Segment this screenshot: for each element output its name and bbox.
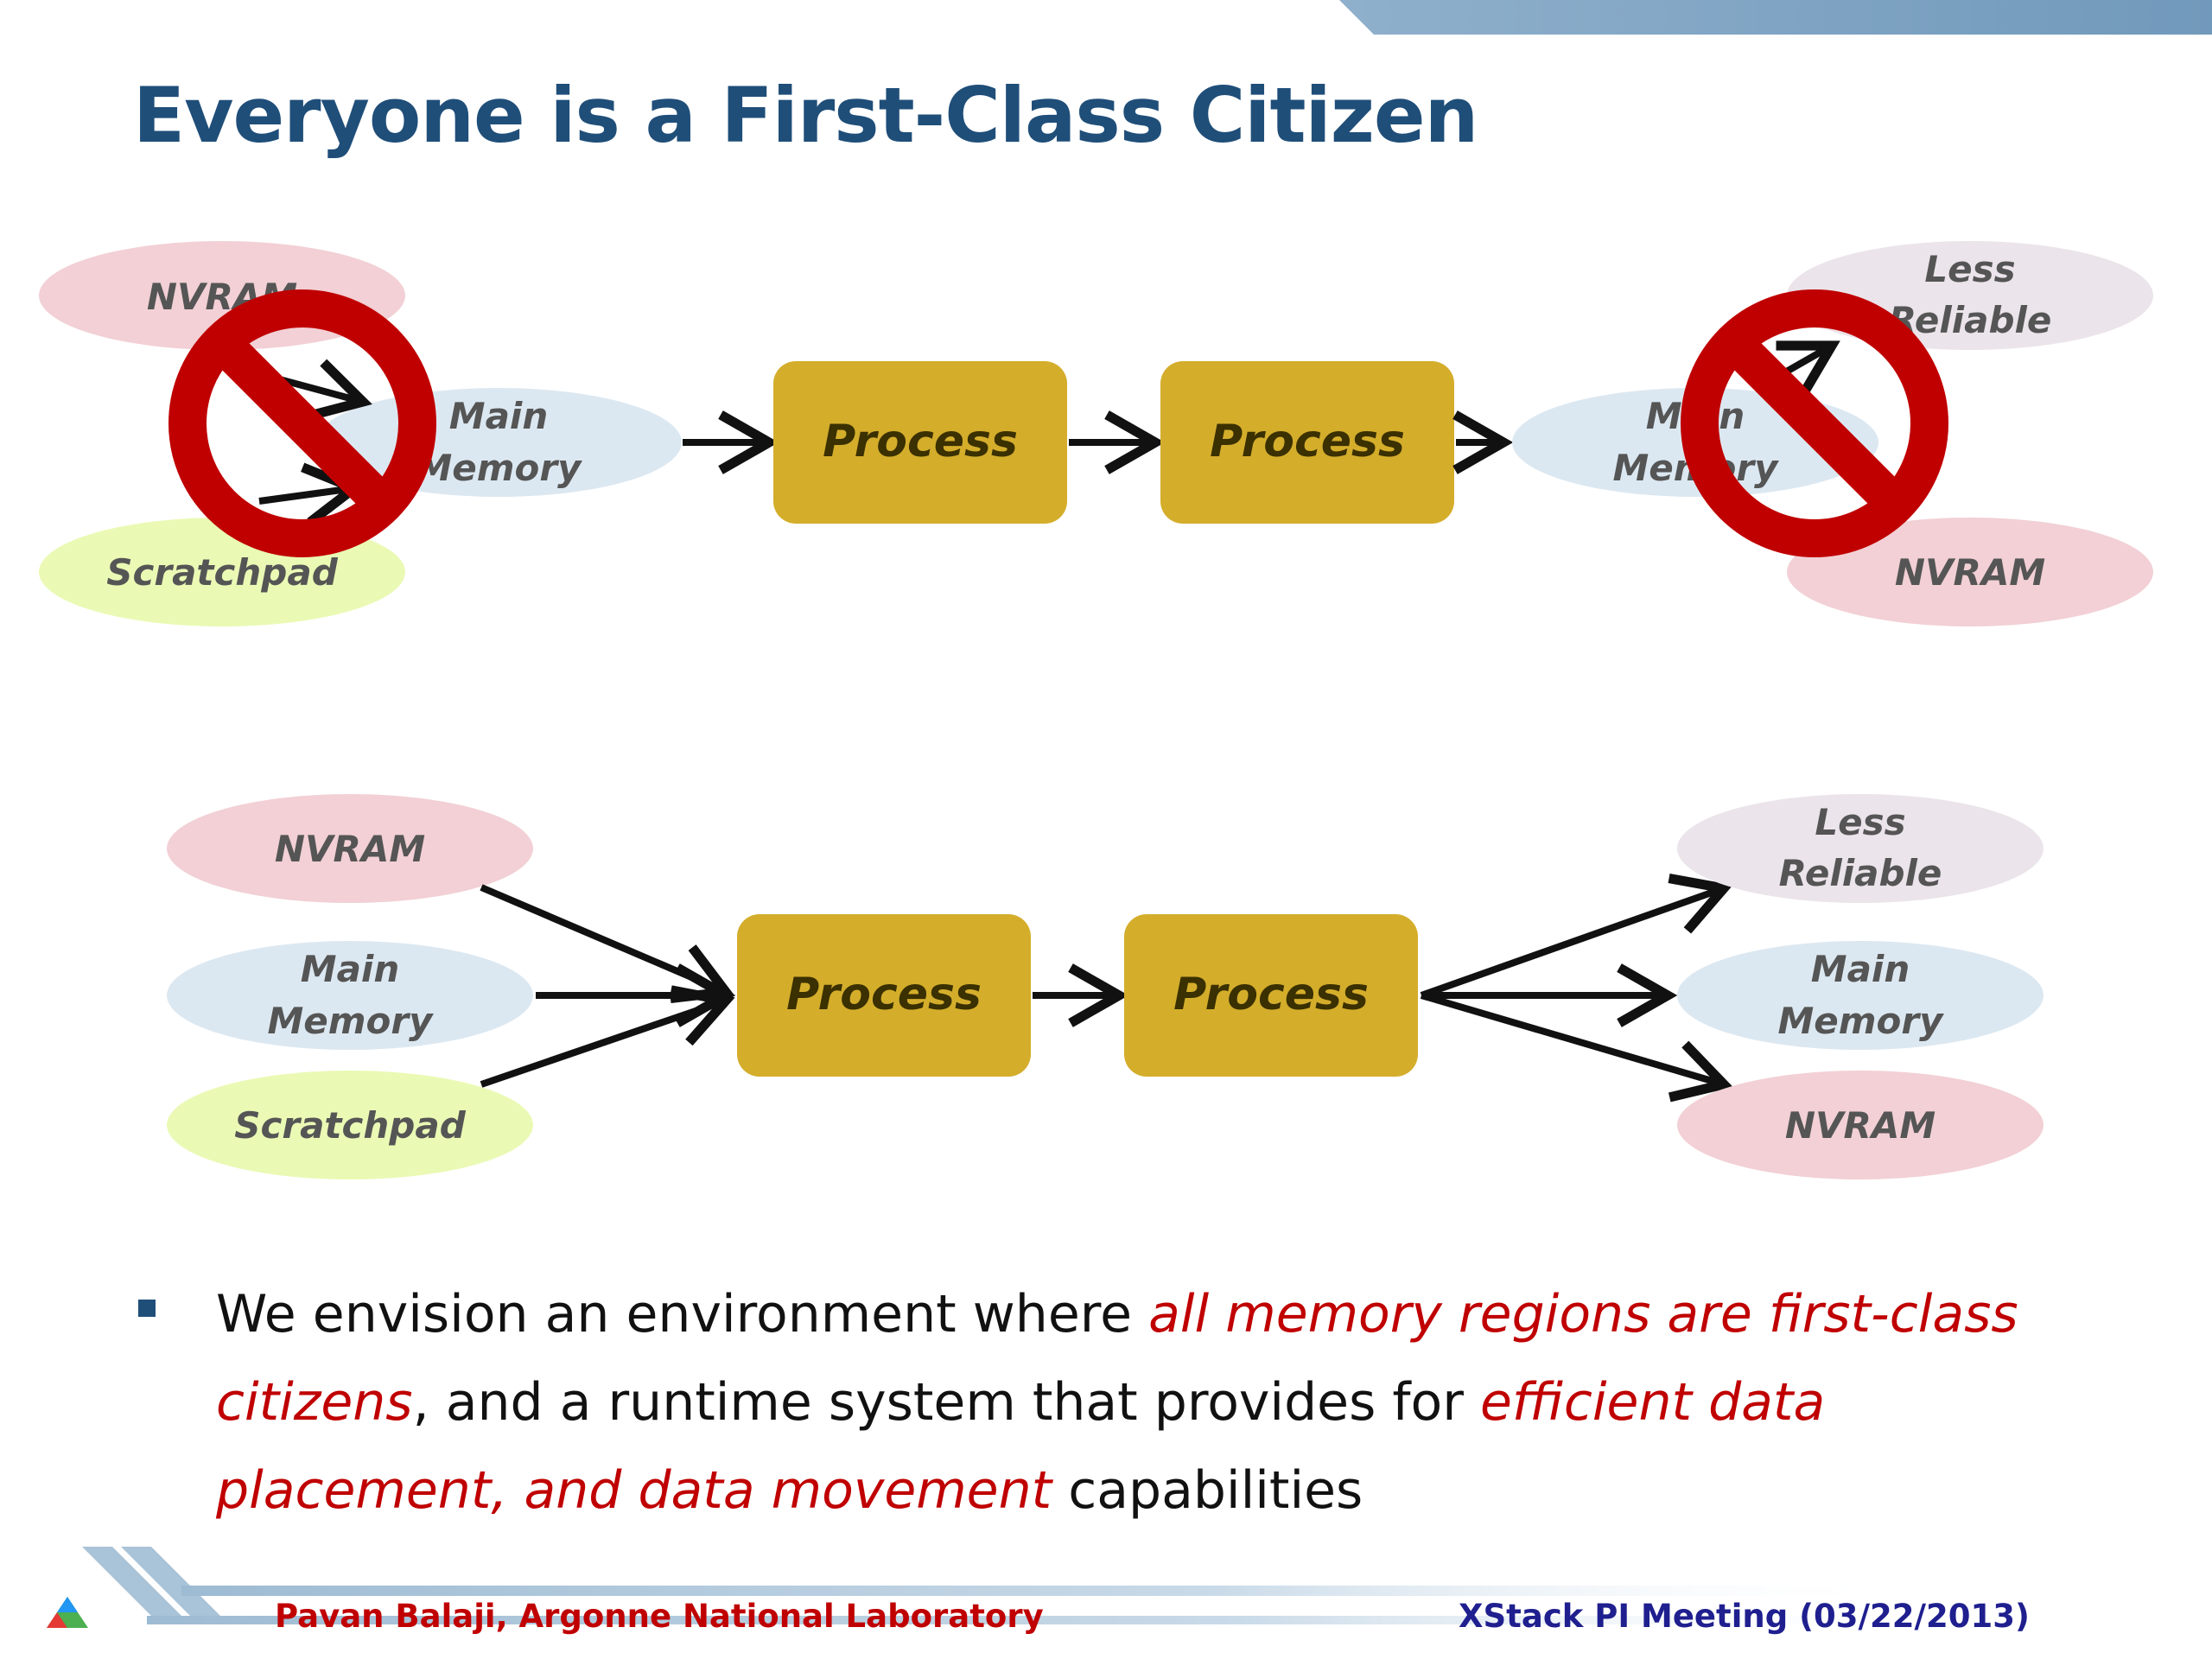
arrow	[1420, 992, 1733, 1103]
arrow	[258, 462, 365, 526]
process-label: Process	[1173, 969, 1369, 1020]
less-reliable-node	[1677, 794, 2044, 903]
prohibited-icon	[1681, 289, 1948, 557]
arrow	[1420, 874, 1733, 999]
bullet-text-plain: capabilities	[1052, 1460, 1363, 1521]
scratchpad-node	[167, 1071, 533, 1179]
process-label: Process	[823, 416, 1018, 467]
less-reliable-label-line1: Less	[1815, 801, 1905, 843]
process-box	[773, 361, 1067, 524]
process-label: Process	[786, 969, 982, 1020]
footer-chevron	[121, 1547, 220, 1616]
main-memory-node	[1677, 941, 2044, 1050]
bullet-text-plain: We envision an environment where	[216, 1284, 1149, 1344]
bullet-text-plain: , and a runtime system that provides for	[412, 1372, 1480, 1433]
less-reliable-label-line2: Reliable	[1779, 852, 1942, 894]
main-memory-label-line2: Memory	[1778, 1000, 1945, 1042]
bullet-text-emphasis: efficient data placement, and data movem…	[216, 1372, 1826, 1521]
main-memory-label-line2: Memory	[268, 1000, 435, 1042]
footer-chevron	[82, 1547, 181, 1616]
bullet-text: We envision an environment where all mem…	[216, 1270, 2100, 1535]
nvram-node	[1677, 1071, 2044, 1179]
footer-event: XStack PI Meeting (03/22/2013)	[1459, 1598, 2030, 1635]
nvram-label: NVRAM	[1895, 551, 2045, 594]
footer-band	[147, 1616, 1961, 1624]
less-reliable-label-line1: Less	[1924, 248, 2015, 290]
main-memory-node	[167, 941, 533, 1050]
scratchpad-label: Scratchpad	[106, 551, 338, 594]
argonne-logo	[47, 1597, 88, 1628]
process-box	[1160, 361, 1454, 524]
bullet-square-icon	[138, 1300, 156, 1317]
bullet-text-emphasis: all memory regions are first-class citiz…	[216, 1284, 2018, 1433]
prohibited-icon	[168, 289, 436, 557]
process-label: Process	[1210, 416, 1405, 467]
nvram-label: NVRAM	[1785, 1104, 1936, 1147]
page-title: Everyone is a First-Class Citizen	[133, 71, 1478, 160]
nvram-node	[167, 794, 533, 903]
main-memory-label-line1: Main	[301, 948, 399, 990]
main-memory-label-line1: Main	[1811, 948, 1910, 990]
arrow	[480, 985, 735, 1088]
process-box	[737, 914, 1031, 1077]
nvram-label: NVRAM	[275, 828, 425, 870]
footer-band	[181, 1586, 1910, 1596]
main-memory-label-line1: Main	[449, 395, 548, 437]
nvram-node	[1787, 518, 2153, 626]
top-banner	[1339, 0, 2212, 35]
process-box	[1124, 914, 1418, 1077]
less-reliable-label-line2: Reliable	[1889, 299, 2052, 341]
main-memory-label-line2: Memory	[416, 447, 583, 489]
scratchpad-label: Scratchpad	[234, 1104, 466, 1147]
footer-author: Pavan Balaji, Argonne National Laborator…	[275, 1598, 1044, 1635]
